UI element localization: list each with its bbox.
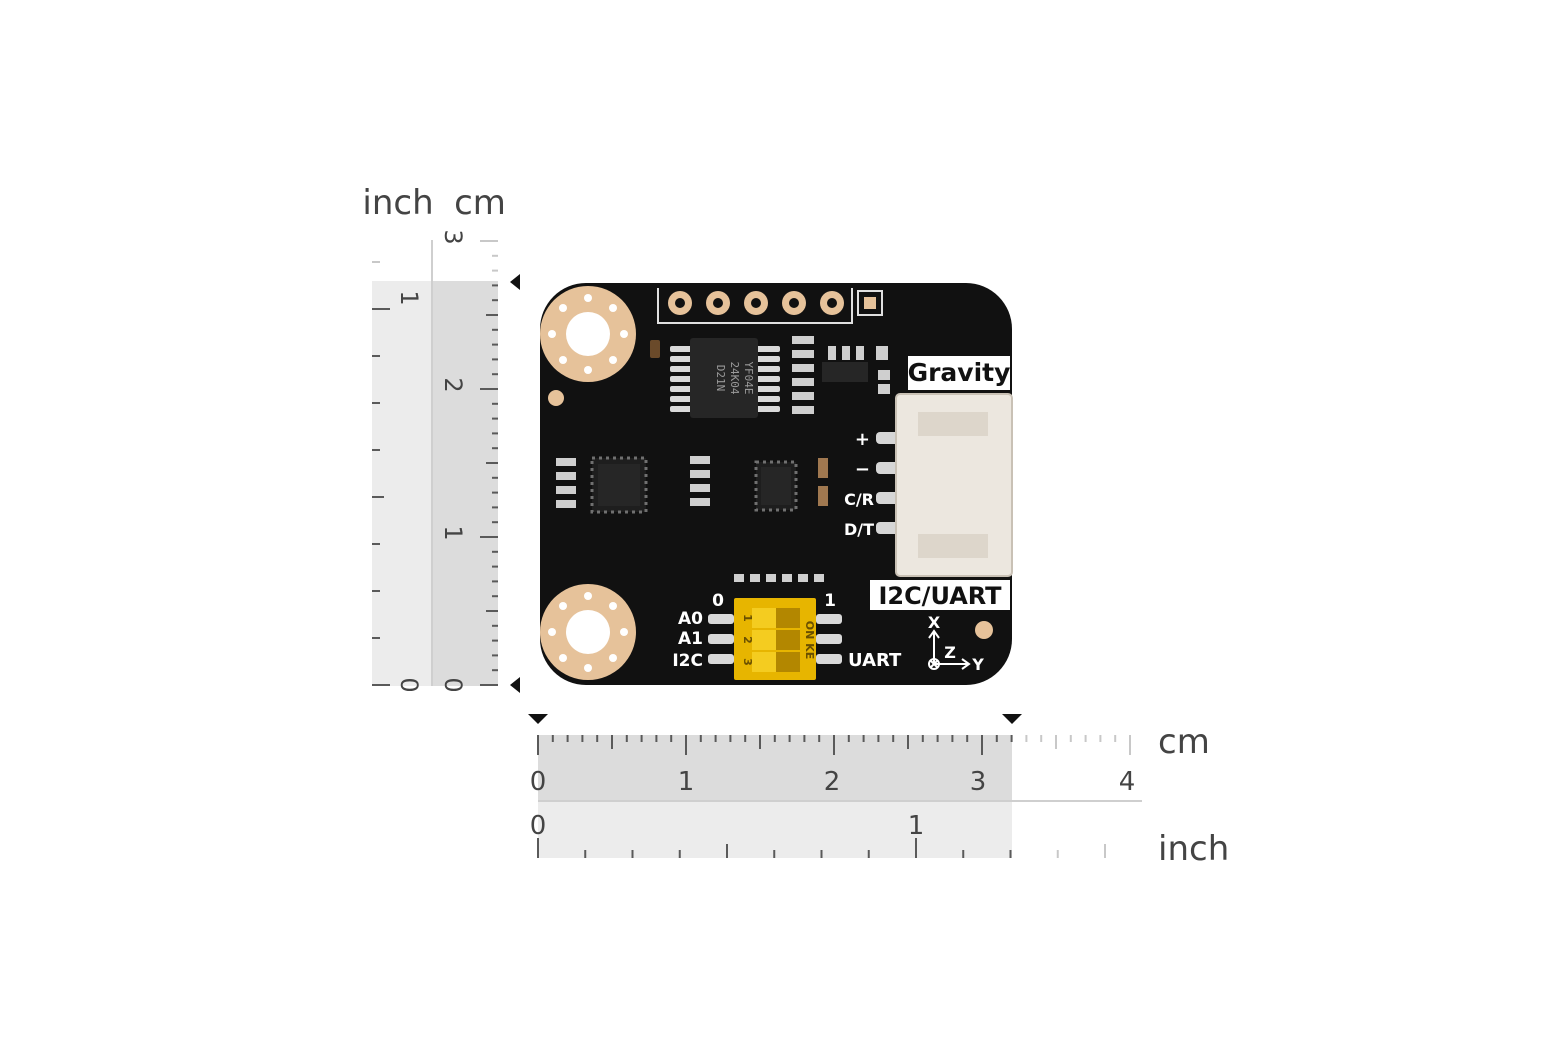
h-cm-unit: cm — [1158, 722, 1210, 762]
pin-label-dt: D/T — [844, 520, 874, 539]
switch-num-1: 1 — [741, 614, 754, 622]
h-inch-label-0: 0 — [530, 811, 547, 841]
v-marker-top — [510, 274, 520, 290]
interface-label-box — [870, 580, 1010, 610]
v-cm-label-1: 1 — [439, 525, 467, 540]
axis-label-y: Y — [971, 655, 984, 674]
axis-label-x: X — [928, 613, 941, 632]
h-marker-right — [1002, 714, 1022, 724]
h-cm-label-2: 2 — [824, 767, 841, 797]
axis-label-z: Z — [944, 643, 956, 662]
interface-label: I2C/UART — [878, 582, 1002, 610]
horizontal-ticks — [537, 735, 1131, 858]
switch-num-2: 2 — [741, 636, 754, 644]
switch-label-a1: A1 — [678, 629, 703, 649]
vertical-ticks — [372, 240, 498, 686]
pin-label-minus: − — [855, 459, 870, 480]
h-inch-unit: inch — [1158, 829, 1229, 869]
h-cm-label-1: 1 — [678, 767, 695, 797]
h-marker-left — [528, 714, 548, 724]
horizontal-ruler: 0 1 2 3 4 0 1 cm inch — [528, 714, 1229, 869]
inch-band — [372, 281, 432, 686]
inch-band-h — [538, 802, 1012, 858]
switch-scale-1: 1 — [824, 591, 836, 611]
v-cm-label-3: 3 — [439, 229, 467, 244]
sensor-board: YF04E 24K04 D21N — [540, 283, 1013, 685]
chip-mark-2: 24K04 — [728, 361, 741, 394]
v-inch-label-0: 0 — [395, 677, 423, 692]
dip-switch: 1 2 3 ON KE — [708, 598, 842, 680]
axis-indicator — [928, 629, 971, 670]
main-chip: YF04E 24K04 D21N — [670, 338, 780, 418]
chip-mark-3: D21N — [714, 365, 727, 392]
v-cm-label-2: 2 — [439, 377, 467, 392]
switch-label-a0: A0 — [678, 609, 703, 629]
vertical-cm-header: cm — [454, 183, 506, 223]
switch-label-uart: UART — [848, 650, 902, 671]
h-cm-label-0: 0 — [530, 767, 547, 797]
h-cm-label-3: 3 — [970, 767, 987, 797]
switch-scale-0: 0 — [712, 591, 724, 611]
pin-header-pads — [657, 288, 883, 324]
chip-mark-1: YF04E — [742, 361, 755, 394]
h-inch-label-1: 1 — [908, 811, 925, 841]
gravity-connector — [876, 393, 1013, 577]
pin-label-cr: C/R — [844, 490, 874, 509]
vertical-ruler: inch cm 1 0 3 2 1 0 — [362, 183, 520, 693]
switch-num-3: 3 — [741, 658, 754, 666]
v-marker-bottom — [510, 677, 520, 693]
cm-band — [432, 281, 498, 686]
switch-side-text: ON KE — [803, 621, 816, 659]
passive-components — [548, 336, 993, 639]
mounting-hole-bottom — [540, 584, 636, 680]
qfn-chips — [590, 456, 798, 514]
h-cm-label-4: 4 — [1119, 767, 1136, 797]
v-inch-label-1: 1 — [395, 290, 423, 305]
cm-band-h — [538, 735, 1012, 801]
v-cm-label-0: 0 — [439, 677, 467, 692]
gravity-label-box — [908, 356, 1010, 390]
pin-label-plus: + — [855, 429, 870, 450]
vertical-inch-header: inch — [362, 183, 433, 223]
gravity-label: Gravity — [908, 358, 1011, 387]
switch-label-i2c: I2C — [672, 651, 703, 671]
mounting-hole-top — [540, 286, 636, 382]
